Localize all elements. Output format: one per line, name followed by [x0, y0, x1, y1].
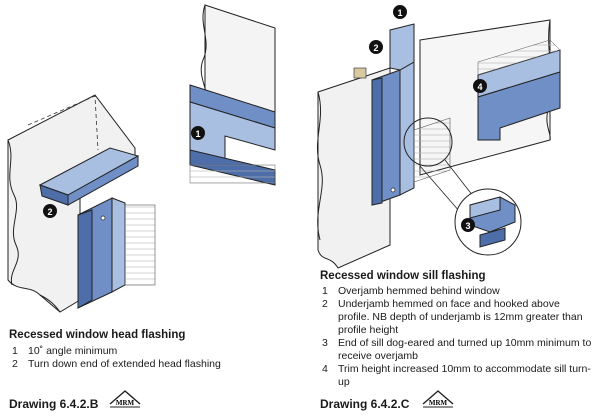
svg-text:2: 2 [47, 207, 52, 217]
callout-1-left: 1 [191, 126, 205, 140]
head-flashing-notes: 1 10˚ angle minimum 2 Turn down end of ext… [12, 345, 292, 371]
item-text: Trim height increased 10mm to accommodat… [338, 363, 591, 388]
item-text: Turn down end of extended head flashing [28, 358, 221, 370]
item-number: 2 [12, 358, 18, 370]
callout-3-right: 3 [461, 218, 475, 232]
list-item: 2 Underjamb hemmed on face and hooked abo… [322, 298, 594, 337]
head-flashing-main-view [7, 94, 156, 313]
svg-text:1: 1 [397, 8, 402, 18]
svg-text:4: 4 [477, 82, 482, 92]
callout-2-left: 2 [43, 204, 57, 218]
item-number: 4 [322, 363, 328, 375]
item-text: End of sill dog-eared and turned up 10mm… [338, 337, 592, 362]
callout-1-right: 1 [393, 5, 407, 19]
item-text: Overjamb hemmed behind window [338, 285, 500, 297]
list-item: 2 Turn down end of extended head flashing [12, 358, 292, 371]
item-text: Underjamb hemmed on face and hooked abov… [338, 298, 583, 336]
list-item: 4 Trim height increased 10mm to accommoda… [322, 363, 594, 389]
svg-text:MRM: MRM [116, 399, 135, 407]
svg-text:2: 2 [373, 43, 378, 53]
sill-flashing-detail-view [477, 39, 561, 141]
callout-2-right: 2 [369, 40, 383, 54]
svg-text:1: 1 [195, 129, 200, 139]
list-item: 1 Overjamb hemmed behind window [322, 285, 594, 298]
mrm-logo-icon: MRM [109, 390, 141, 408]
item-number: 1 [12, 345, 18, 357]
list-item: 3 End of sill dog-eared and turned up 10m… [322, 337, 594, 363]
callout-4-right: 4 [473, 79, 487, 93]
overjamb [399, 61, 415, 196]
item-number: 1 [322, 285, 328, 297]
sill-zoom-detail [454, 188, 522, 256]
svg-text:3: 3 [465, 221, 470, 231]
head-flashing-detail-view [189, 4, 276, 186]
drawing-ref-right: Drawing 6.4.2.C [320, 397, 410, 411]
head-flashing-title: Recessed window head flashing [9, 329, 186, 341]
item-number: 3 [322, 337, 328, 349]
item-number: 2 [322, 298, 328, 310]
mrm-logo-icon: MRM [422, 390, 454, 408]
drawing-ref-left: Drawing 6.4.2.B [9, 397, 99, 411]
sill-flashing-title: Recessed window sill flashing [320, 270, 486, 282]
item-text: 10˚ angle minimum [28, 345, 118, 357]
svg-text:MRM: MRM [429, 399, 448, 407]
sill-flashing-notes: 1 Overjamb hemmed behind window 2 Underjam… [322, 285, 594, 389]
list-item: 1 10˚ angle minimum [12, 345, 292, 358]
